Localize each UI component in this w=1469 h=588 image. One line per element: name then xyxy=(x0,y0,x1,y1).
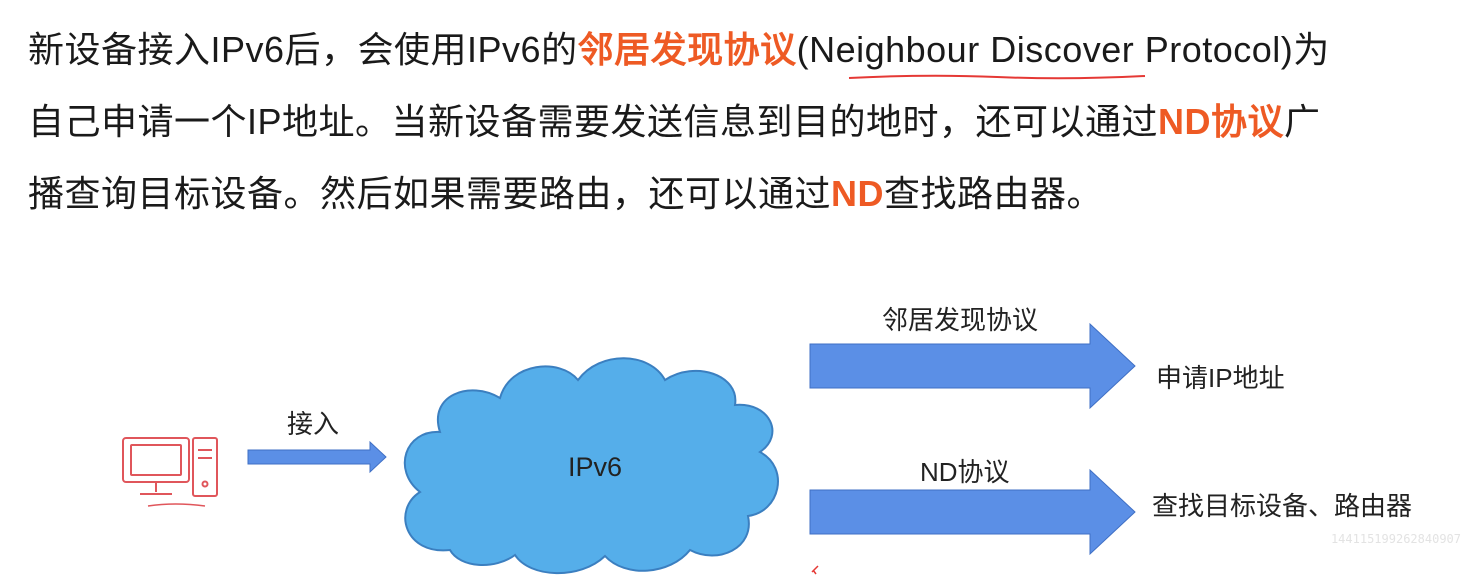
ipv6-cloud xyxy=(403,357,779,575)
line1-text: 新设备接入IPv6后，会使用IPv6的 xyxy=(28,29,578,70)
nd-highlight: ND xyxy=(831,173,885,214)
paragraph-line-1: 新设备接入IPv6后，会使用IPv6的邻居发现协议(Neighbour Disc… xyxy=(28,14,1448,86)
explanation-paragraph: 新设备接入IPv6后，会使用IPv6的邻居发现协议(Neighbour Disc… xyxy=(28,14,1448,230)
paragraph-line-3: 播查询目标设备。然后如果需要路由，还可以通过ND查找路由器。 xyxy=(28,158,1448,230)
ndp-english-name: (Neighbour Discover Protocol) xyxy=(796,29,1294,70)
ndp-highlight: 邻居发现协议 xyxy=(577,29,797,70)
nd-arrow xyxy=(809,468,1136,556)
access-label: 接入 xyxy=(287,409,340,439)
nd-arrow-label: ND协议 xyxy=(920,457,1010,487)
ipv6-nd-diagram: 接入 IPv6 邻居发现协议 申请IP地址 ND协议 查找目标设备、路由器 xyxy=(0,280,1469,588)
red-underline-annotation xyxy=(848,74,1145,80)
ndp-arrow-label: 邻居发现协议 xyxy=(882,305,1039,335)
line3-text: 播查询目标设备。然后如果需要路由，还可以通过 xyxy=(28,173,832,214)
ndp-english-name-wrap: (Neighbour Discover Protocol) xyxy=(797,14,1294,86)
ndp-arrow xyxy=(809,322,1136,410)
pen-mark xyxy=(811,565,819,575)
watermark-text: 144115199262840907 xyxy=(1330,532,1461,546)
line2-text: 自己申请一个IP地址。当新设备需要发送信息到目的地时，还可以通过 xyxy=(28,101,1159,142)
ndp-result-label: 申请IP地址 xyxy=(1156,363,1285,393)
paragraph-line-2: 自己申请一个IP地址。当新设备需要发送信息到目的地时，还可以通过ND协议广 xyxy=(28,86,1448,158)
diagram-canvas xyxy=(122,322,1136,575)
line3-end: 查找路由器。 xyxy=(884,173,1104,214)
cloud-label: IPv6 xyxy=(568,452,623,482)
line2-end: 广 xyxy=(1284,101,1321,142)
nd-result-label: 查找目标设备、路由器 xyxy=(1152,491,1413,521)
access-arrow xyxy=(247,440,387,474)
desktop-computer-icon xyxy=(122,437,218,507)
line1-end: 为 xyxy=(1293,29,1330,70)
nd-protocol-highlight: ND协议 xyxy=(1158,101,1285,142)
